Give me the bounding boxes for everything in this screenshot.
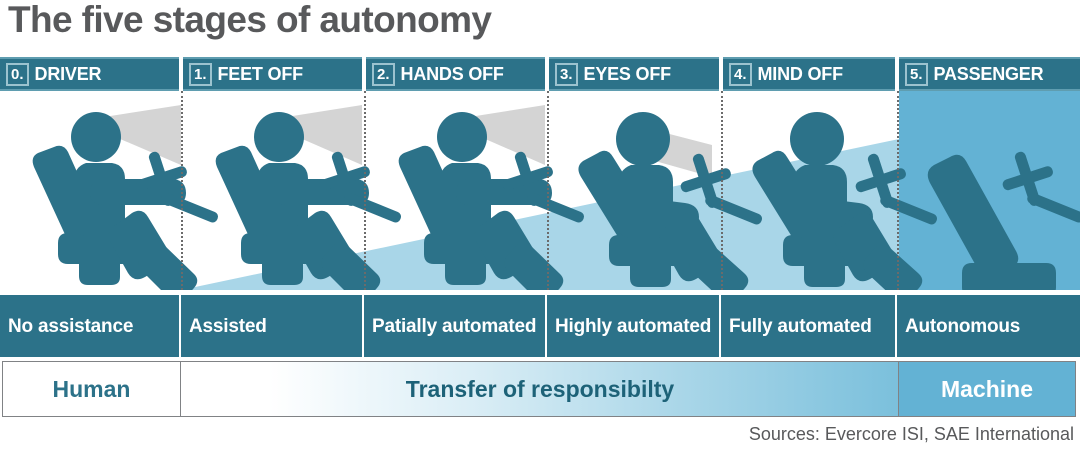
stage-number-1: 1.	[189, 62, 212, 86]
stage-name-4: MIND OFF	[757, 63, 844, 84]
stage-number-2: 2.	[372, 62, 395, 86]
responsibility-human-label: Human	[52, 375, 131, 402]
column-divider-5	[897, 91, 899, 290]
stage-name-1: FEET OFF	[217, 63, 304, 84]
description-text-3: Highly automated	[555, 315, 712, 337]
column-divider-2	[364, 91, 366, 290]
source-attribution: Sources: Evercore ISI, SAE International	[748, 424, 1074, 444]
description-text-0: No assistance	[8, 315, 134, 337]
stage-header-1[interactable]: 1. FEET OFF	[183, 57, 362, 91]
stage-number-0: 0.	[6, 62, 29, 86]
stage-header-3[interactable]: 3. EYES OFF	[549, 57, 719, 91]
stage-header-0[interactable]: 0. DRIVER	[0, 57, 179, 91]
stage-name-3: EYES OFF	[583, 63, 672, 84]
responsibility-transfer-segment: Transfer of responsibilty	[182, 362, 898, 416]
stage-name-5: PASSENGER	[933, 63, 1044, 84]
description-cell-0: No assistance	[0, 295, 181, 357]
description-text-5: Autonomous	[905, 315, 1021, 337]
description-cell-3: Highly automated	[547, 295, 721, 357]
description-cell-4: Fully automated	[721, 295, 897, 357]
stage-name-2: HANDS OFF	[400, 63, 504, 84]
responsibility-transfer-label: Transfer of responsibilty	[405, 375, 675, 402]
page-title: The five stages of autonomy	[8, 0, 492, 40]
column-divider-1	[181, 91, 183, 290]
description-cell-2: Patially automated	[364, 295, 547, 357]
stage-number-4: 4.	[729, 62, 752, 86]
responsibility-human-segment: Human	[3, 362, 181, 416]
description-text-2: Patially automated	[372, 315, 537, 337]
responsibility-bar: Human Transfer of responsibilty Machine	[2, 361, 1076, 417]
description-row: No assistance Assisted Patially automate…	[0, 295, 1080, 357]
description-cell-5: Autonomous	[897, 295, 1080, 357]
stage-header-row: 0. DRIVER 1. FEET OFF 2. HANDS OFF 3. EY…	[0, 57, 1080, 91]
stage-header-4[interactable]: 4. MIND OFF	[723, 57, 895, 91]
responsibility-machine-label: Machine	[940, 375, 1034, 402]
stage-number-5: 5.	[905, 62, 928, 86]
stage-number-3: 3.	[555, 62, 578, 86]
description-text-4: Fully automated	[729, 315, 872, 337]
stage-header-5[interactable]: 5. PASSENGER	[899, 57, 1080, 91]
stage-name-0: DRIVER	[34, 63, 102, 84]
stage-header-2[interactable]: 2. HANDS OFF	[366, 57, 545, 91]
description-cell-1: Assisted	[181, 295, 364, 357]
illustration-band	[0, 91, 1080, 290]
responsibility-machine-segment: Machine	[898, 362, 1075, 416]
description-text-1: Assisted	[189, 315, 267, 337]
column-divider-4	[721, 91, 723, 290]
column-divider-3	[547, 91, 549, 290]
